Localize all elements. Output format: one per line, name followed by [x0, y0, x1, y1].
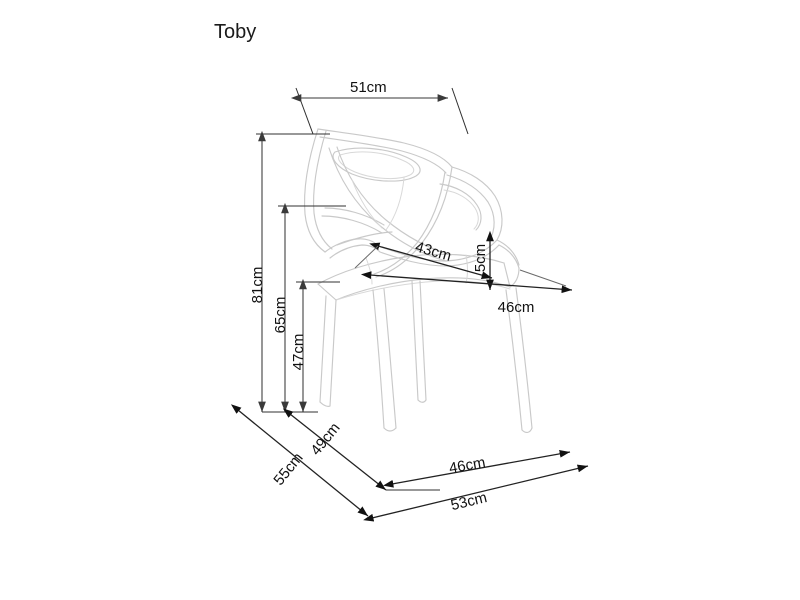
dimension-46cm-seat: 46cm [354, 245, 573, 316]
dimension-47cm: 47cm [290, 278, 340, 412]
chair-illustration [304, 128, 533, 434]
dimension-51cm: 51cm [290, 79, 469, 135]
dimension-label-65cm: 65cm [272, 297, 289, 334]
chair-legs [319, 280, 533, 434]
dimension-label-46cm-base: 46cm [448, 454, 487, 477]
dimension-label-5cm: 5cm [472, 244, 489, 272]
page-title: Toby [214, 21, 256, 43]
dimension-46cm-base: 46cm [383, 450, 571, 491]
dimension-label-55cm: 55cm [270, 450, 306, 489]
dimension-53cm: 53cm [363, 464, 589, 522]
dimension-label-46cm-seat: 46cm [498, 299, 535, 316]
dimension-55cm: 55cm [230, 404, 369, 517]
dimension-label-51cm: 51cm [350, 79, 387, 96]
dimension-label-47cm: 47cm [290, 334, 307, 371]
dimension-label-53cm: 53cm [449, 489, 489, 514]
dimension-81cm: 81cm [249, 130, 330, 412]
dimension-label-81cm: 81cm [249, 267, 266, 304]
dimension-65cm: 65cm [272, 202, 346, 412]
chair-backrest [304, 128, 503, 278]
